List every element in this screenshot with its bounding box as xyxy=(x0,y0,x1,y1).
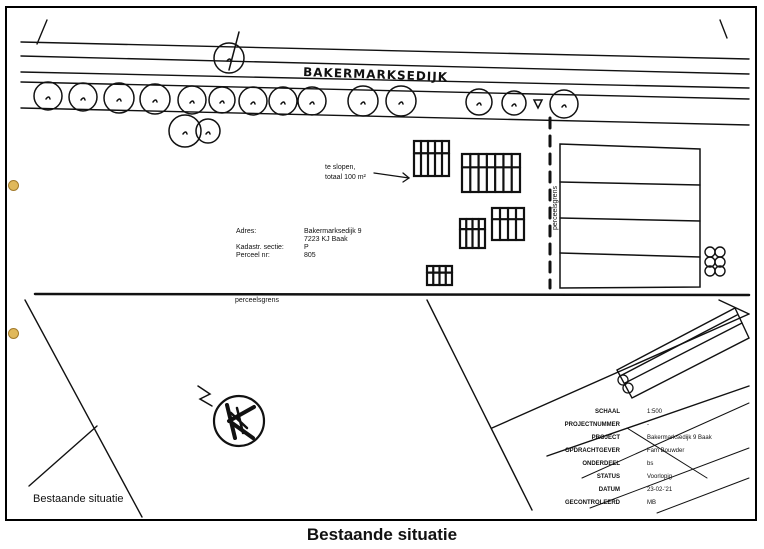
tree-circle xyxy=(68,82,98,112)
boundary-line-horizontal xyxy=(33,292,751,297)
tree-mark xyxy=(511,103,517,107)
address-value-2: P xyxy=(304,244,309,251)
tree-mark xyxy=(561,104,567,108)
title-block: SCHAAL 1:500 PROJECTNUMMER - PROJECT Bak… xyxy=(565,409,713,506)
titleblock-label-1: PROJECTNUMMER xyxy=(565,422,621,428)
drawing-sheet: BAKERMARKSEDIJK te slopen, totaal 100 m²… xyxy=(5,6,757,521)
tree-mark xyxy=(205,131,211,135)
address-value-1: 7223 KJ Baak xyxy=(304,236,348,243)
existing-building xyxy=(559,143,701,289)
tree-circle xyxy=(33,81,63,111)
titleblock-label-3: OPDRACHTGEVER xyxy=(565,448,621,454)
titleblock-label-2: PROJECT xyxy=(592,435,621,441)
boundary-label-vertical: perceelsgrens xyxy=(552,186,559,230)
tree-row xyxy=(33,31,579,148)
tree-circle xyxy=(465,88,493,116)
field-lines xyxy=(24,299,750,518)
cluster-tree xyxy=(714,265,726,277)
titleblock-value-6: 23-02-'21 xyxy=(647,487,673,493)
tree-trunk-line xyxy=(228,31,240,71)
tree-circle xyxy=(297,86,327,116)
triangle-marker xyxy=(532,99,544,110)
tree-circle xyxy=(168,114,202,148)
tree-mark xyxy=(189,100,195,104)
titleblock-lines xyxy=(581,402,750,514)
tree-mark xyxy=(182,131,188,135)
tree-mark xyxy=(398,101,404,105)
tree-circle xyxy=(177,85,207,115)
address-value-0: Bakermarksedijk 9 xyxy=(304,228,362,235)
address-block: Adres: Bakermarksedijk 9 7223 KJ Baak Ka… xyxy=(236,228,362,259)
field-tree-symbol xyxy=(212,394,266,448)
boundary-label: perceelsgrens xyxy=(235,297,279,304)
tree-circle xyxy=(238,86,268,116)
address-value-3: 805 xyxy=(304,252,316,259)
tree-mark xyxy=(116,98,122,102)
cluster-tree xyxy=(714,256,726,268)
shed xyxy=(412,139,451,178)
titleblock-label-5: STATUS xyxy=(597,474,620,480)
tree-circle xyxy=(213,42,245,74)
tree-mark xyxy=(360,101,366,105)
cluster-tree xyxy=(714,246,726,258)
demolish-note-line-2: totaal 100 m² xyxy=(325,174,367,181)
sheds-to-demolish xyxy=(412,139,526,287)
tree-circle xyxy=(195,118,221,144)
punch-hole-bottom xyxy=(8,328,19,339)
tree-circle xyxy=(268,86,298,116)
titleblock-value-1: - xyxy=(647,422,649,428)
tree-mark xyxy=(45,96,51,100)
demolish-arrow xyxy=(373,172,411,183)
road-name: BAKERMARKSEDIJK xyxy=(303,65,448,84)
address-label-2: Kadastr. sectie: xyxy=(236,244,284,251)
address-label-0: Adres: xyxy=(236,228,256,235)
cluster-tree xyxy=(704,246,716,258)
site-plan-drawing: BAKERMARKSEDIJK te slopen, totaal 100 m²… xyxy=(20,19,751,518)
tree-mark xyxy=(280,101,286,105)
titleblock-value-5: Voorlopig xyxy=(647,474,672,480)
titleblock-label-7: GECONTROLEERD xyxy=(565,500,621,506)
tree-circle xyxy=(385,85,417,117)
address-label-3: Perceel nr: xyxy=(236,252,270,259)
titleblock-value-2: Bakermarksedijk 9 Baak xyxy=(647,435,713,441)
lower-right-tree-pair xyxy=(617,374,634,394)
titleblock-value-7: MB xyxy=(647,500,656,506)
north-arrow xyxy=(197,385,213,407)
punch-hole-top xyxy=(8,180,19,191)
tree-mark xyxy=(219,100,225,104)
tree-circle xyxy=(347,85,379,117)
tree-circle xyxy=(501,90,527,116)
road-lines xyxy=(20,19,750,126)
tree-mark xyxy=(309,101,315,105)
tree-circle xyxy=(208,86,236,114)
demolish-note-line-1: te slopen, xyxy=(325,164,355,171)
titleblock-value-0: 1:500 xyxy=(647,409,663,415)
titleblock-value-3: Fam Bouwder xyxy=(647,448,684,454)
tree-mark xyxy=(476,102,482,106)
sheet-label: Bestaande situatie xyxy=(33,493,124,505)
tree-mark xyxy=(250,101,256,105)
titleblock-label-6: DATUM xyxy=(599,487,620,493)
titleblock-label-4: ONDERDEEL xyxy=(582,461,620,467)
tree-mark xyxy=(152,99,158,103)
lower-right-structures xyxy=(616,307,750,399)
tree-circle xyxy=(549,89,579,119)
titleblock-label-0: SCHAAL xyxy=(595,409,620,415)
shed xyxy=(460,152,522,194)
tree-mark xyxy=(80,97,86,101)
tree-cluster xyxy=(704,246,726,277)
tree-circle xyxy=(139,83,171,115)
titleblock-value-4: bs xyxy=(647,461,653,467)
tree-circle xyxy=(103,82,135,114)
page-caption: Bestaande situatie xyxy=(306,525,458,544)
